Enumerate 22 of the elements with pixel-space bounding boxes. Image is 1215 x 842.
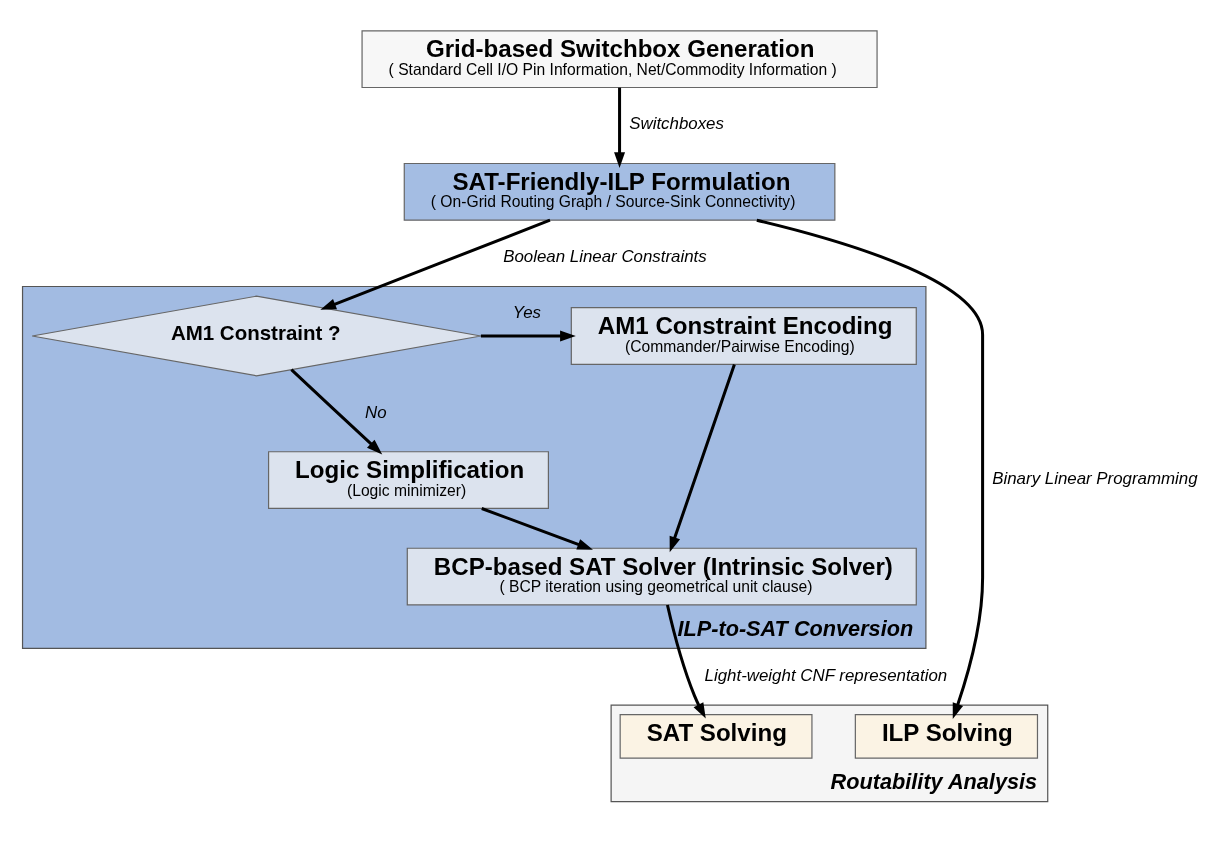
edge-label: Boolean Linear Constraints: [503, 247, 707, 267]
edge-label: Binary Linear Programming: [992, 468, 1198, 488]
arrow: [665, 604, 706, 719]
edge-label: Light-weight CNF representation: [704, 665, 948, 685]
arrow: [480, 330, 576, 342]
arrow: [669, 364, 736, 553]
node-box: BCP-based SAT Solver (Intrinsic Solver) ( BCP iteration using geometrical unit clause): [406, 547, 917, 606]
node-box: Grid-based Switchbox Generation ( Standard Cell I/O Pin Information, Net/Commodity Information ): [361, 30, 878, 89]
arrow: [481, 507, 593, 550]
node-box: SAT Solving: [619, 714, 813, 759]
edge-label: Switchboxes: [629, 114, 724, 134]
node-box: ILP Solving: [854, 714, 1039, 759]
arrow: [756, 218, 985, 719]
node-box: Logic Simplification (Logic minimizer): [267, 451, 549, 510]
node-box: AM1 Constraint Encoding (Commander/Pairwise Encoding): [570, 307, 917, 365]
node-box: SAT-Friendly-ILP Formulation ( On-Grid Routing Graph / Source-Sink Connectivity): [403, 162, 836, 221]
arrow: [290, 368, 383, 455]
arrow: [320, 218, 551, 310]
arrow: [614, 87, 626, 168]
edge-label: Yes: [512, 302, 541, 322]
edge-label: No: [365, 402, 387, 422]
node-diamond: AM1 Constraint ?: [31, 295, 482, 377]
